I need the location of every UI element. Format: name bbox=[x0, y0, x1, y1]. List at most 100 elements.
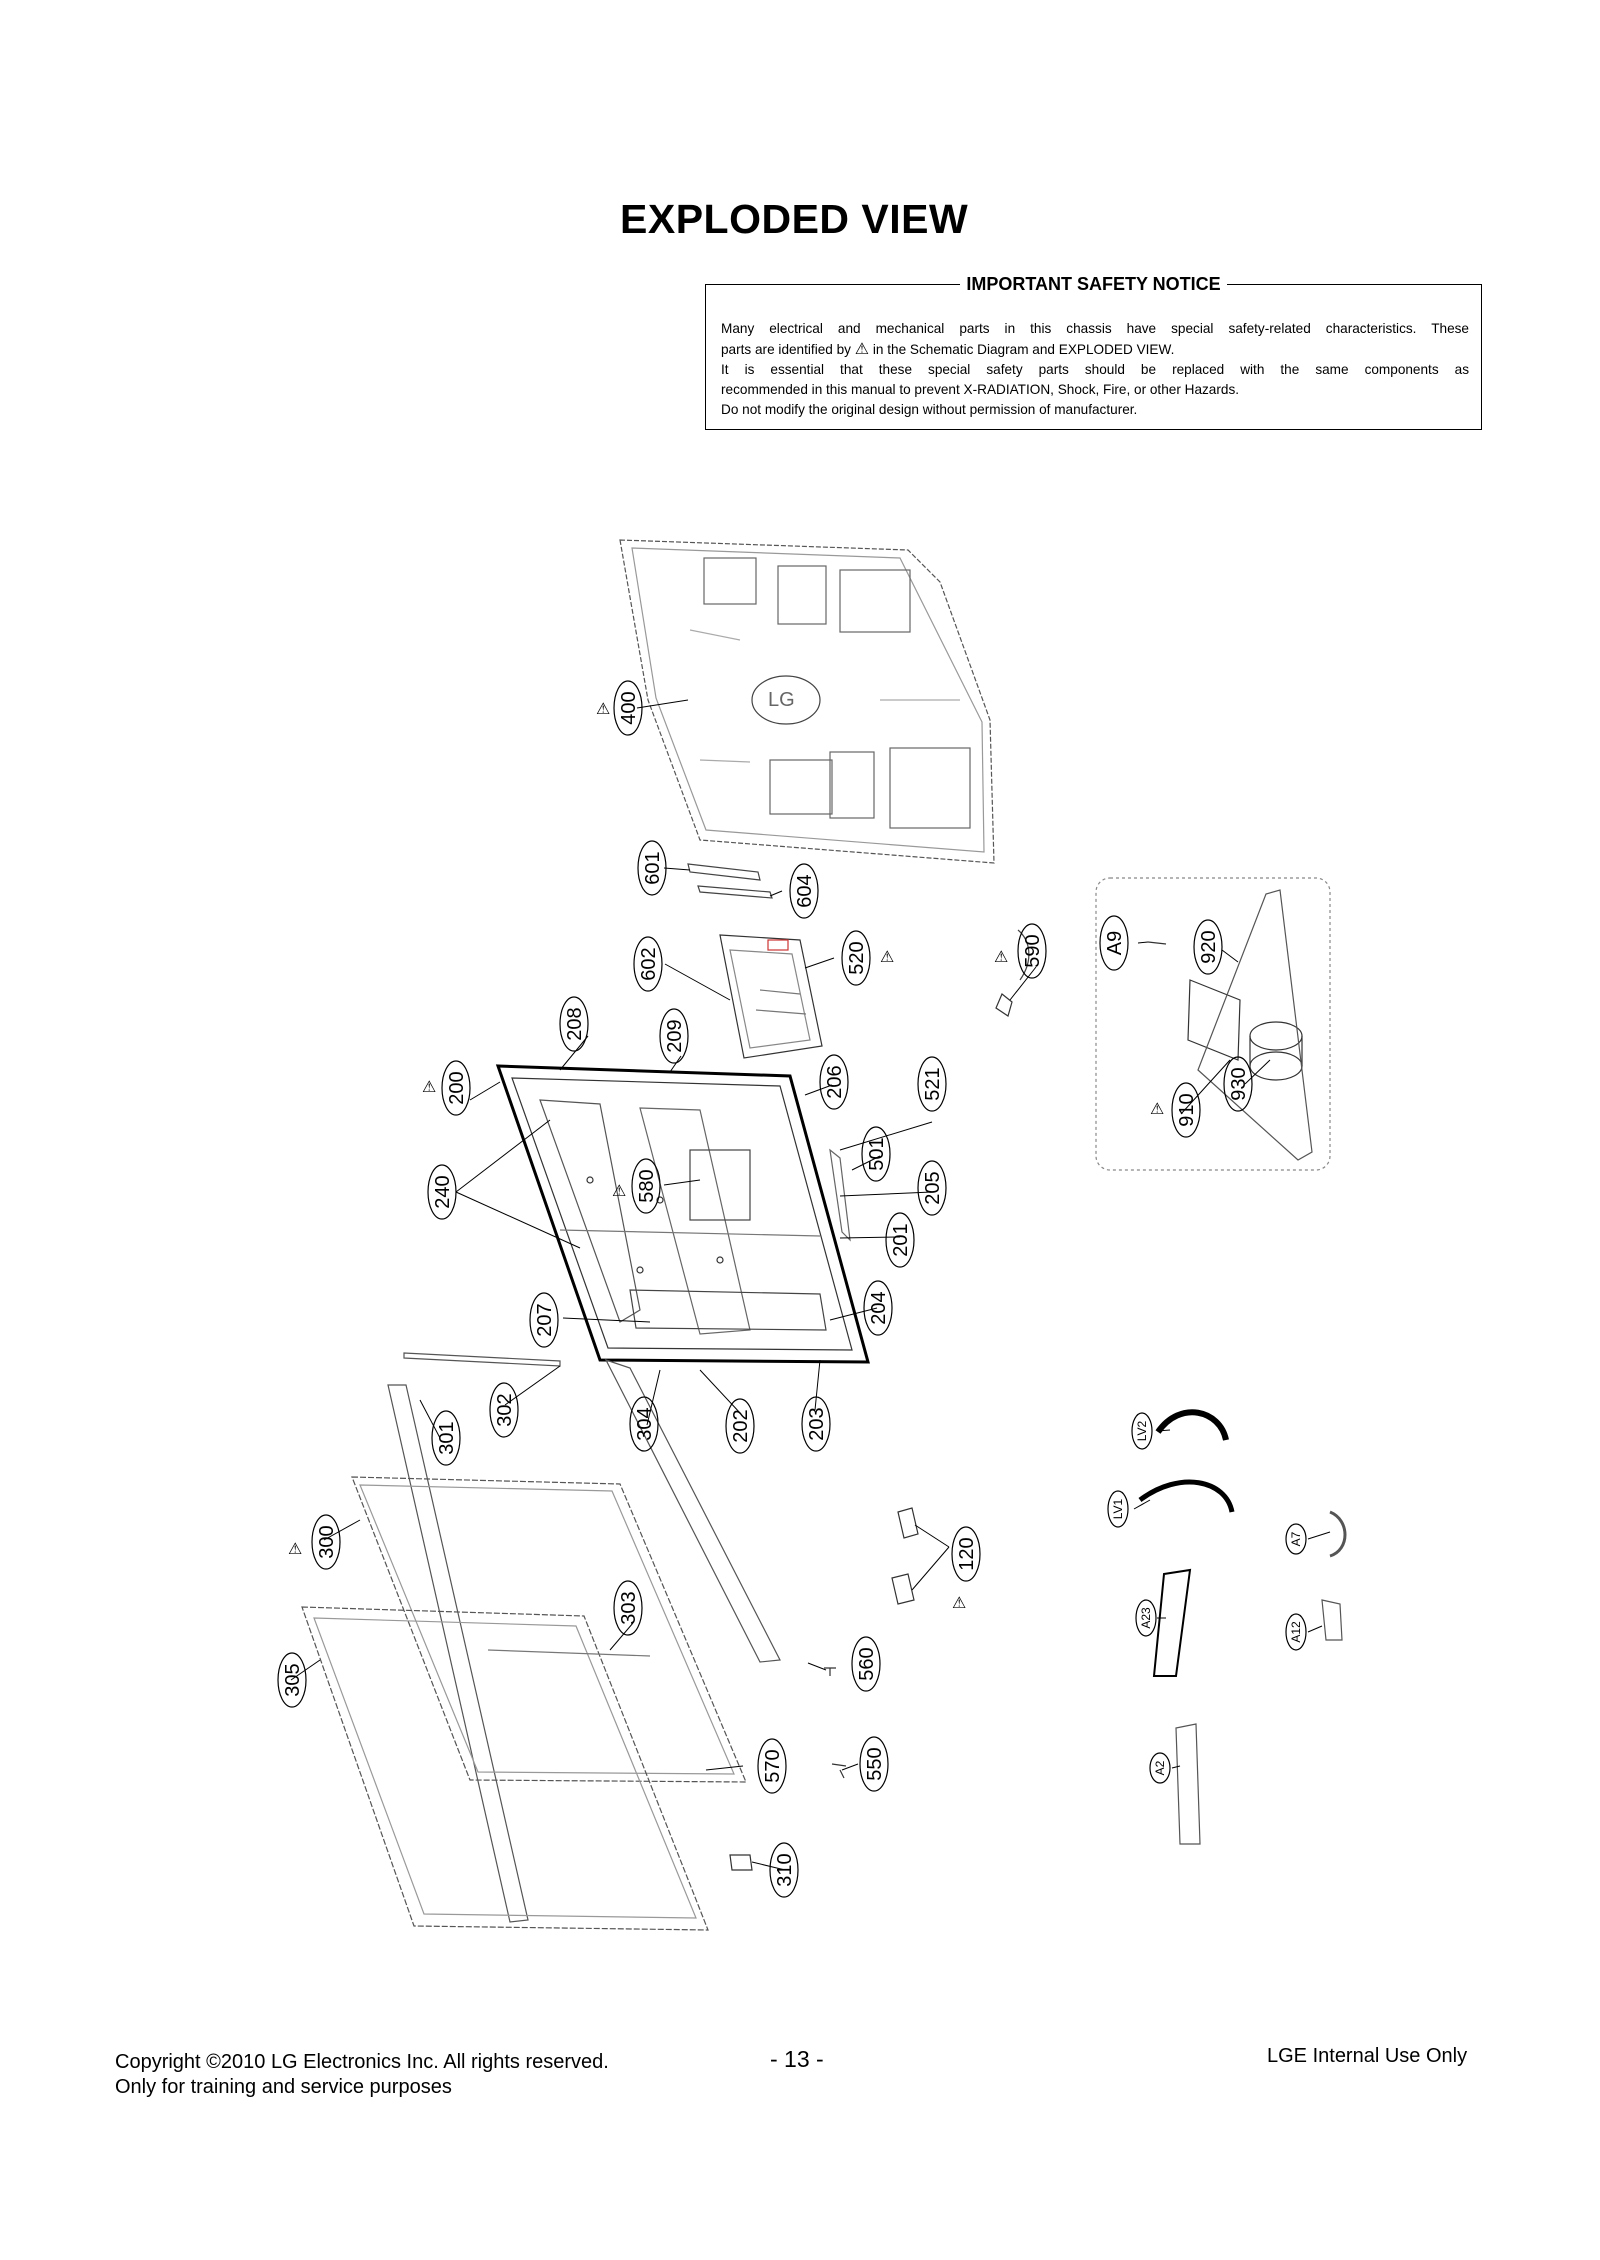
callout-240: 240 bbox=[427, 1164, 457, 1220]
svg-text:300: 300 bbox=[316, 1525, 338, 1558]
callout-604: 604 bbox=[789, 863, 819, 919]
svg-text:910: 910 bbox=[1176, 1093, 1198, 1126]
small-parts-drawing bbox=[729, 929, 1030, 1871]
callout-204: 204 bbox=[863, 1280, 893, 1336]
callout-206: 206 bbox=[819, 1054, 849, 1110]
svg-text:305: 305 bbox=[282, 1663, 304, 1696]
svg-text:201: 201 bbox=[890, 1223, 912, 1256]
svg-text:200: 200 bbox=[446, 1071, 468, 1104]
callout-300: 300 bbox=[311, 1514, 341, 1570]
svg-text:400: 400 bbox=[618, 691, 640, 724]
svg-text:560: 560 bbox=[856, 1647, 878, 1680]
callout-302: 302 bbox=[489, 1382, 519, 1438]
svg-text:521: 521 bbox=[922, 1067, 944, 1100]
callout-602: 602 bbox=[633, 936, 663, 992]
svg-text:LG: LG bbox=[768, 689, 795, 711]
callout-520: 520 bbox=[841, 930, 871, 986]
svg-text:920: 920 bbox=[1198, 930, 1220, 963]
svg-text:520: 520 bbox=[846, 941, 868, 974]
purpose-text: Only for training and service purposes bbox=[115, 2076, 452, 2098]
callout-930: 930 bbox=[1223, 1056, 1253, 1112]
svg-text:A23: A23 bbox=[1139, 1607, 1153, 1629]
cables-covers-drawing bbox=[1138, 1409, 1347, 1845]
callout-590: 590 bbox=[1017, 923, 1047, 979]
svg-text:310: 310 bbox=[774, 1853, 796, 1886]
safety-notice-box: IMPORTANT SAFETY NOTICE Many electrical … bbox=[705, 274, 1482, 430]
svg-text:301: 301 bbox=[436, 1421, 458, 1454]
page-number: - 13 - bbox=[770, 2046, 824, 2072]
notice-line-5: Do not modify the original design withou… bbox=[721, 402, 1138, 417]
warning-icon: ⚠ bbox=[422, 1077, 436, 1096]
main-board-drawing bbox=[719, 934, 823, 1059]
warning-icon: ⚠ bbox=[854, 339, 870, 358]
svg-text:A9: A9 bbox=[1104, 931, 1126, 955]
svg-text:570: 570 bbox=[762, 1749, 784, 1782]
copyright-text: Copyright ©2010 LG Electronics Inc. All … bbox=[115, 2051, 609, 2073]
callout-305: 305 bbox=[277, 1652, 307, 1708]
svg-text:203: 203 bbox=[806, 1407, 828, 1440]
callout-910: 910 bbox=[1171, 1082, 1201, 1138]
page-title: EXPLODED VIEW bbox=[620, 196, 969, 242]
callout-303: 303 bbox=[613, 1580, 643, 1636]
chassis-frame-drawing bbox=[495, 1064, 870, 1364]
callout-208: 208 bbox=[559, 996, 589, 1052]
svg-text:602: 602 bbox=[638, 947, 660, 980]
callout-200: 200 bbox=[441, 1060, 471, 1116]
svg-text:206: 206 bbox=[824, 1065, 846, 1098]
callout-LV2: LV2 bbox=[1131, 1412, 1153, 1450]
svg-text:590: 590 bbox=[1022, 934, 1044, 967]
board-601-604-drawing bbox=[687, 863, 773, 899]
callout-LV1: LV1 bbox=[1107, 1490, 1129, 1528]
callout-A7: A7 bbox=[1285, 1523, 1307, 1555]
callout-580: 580 bbox=[631, 1158, 661, 1214]
warning-icon: ⚠ bbox=[288, 1539, 302, 1558]
callout-570: 570 bbox=[757, 1738, 787, 1794]
warning-icon: ⚠ bbox=[994, 947, 1008, 966]
callout-A12: A12 bbox=[1285, 1613, 1307, 1651]
callout-A9: A9 bbox=[1099, 915, 1129, 971]
svg-text:604: 604 bbox=[794, 874, 816, 907]
warning-icon: ⚠ bbox=[612, 1181, 626, 1200]
svg-text:A2: A2 bbox=[1153, 1760, 1167, 1775]
warning-icon: ⚠ bbox=[596, 699, 610, 718]
callout-601: 601 bbox=[637, 840, 667, 896]
svg-text:304: 304 bbox=[634, 1407, 656, 1440]
footer-copyright: Copyright ©2010 LG Electronics Inc. All … bbox=[115, 2050, 609, 2100]
callout-920: 920 bbox=[1193, 919, 1223, 975]
leader-lines bbox=[290, 699, 1331, 1871]
svg-text:LV1: LV1 bbox=[1111, 1498, 1125, 1519]
stand-box-drawing bbox=[1095, 877, 1331, 1171]
callout-304: 304 bbox=[629, 1396, 659, 1452]
safety-notice-title: IMPORTANT SAFETY NOTICE bbox=[960, 274, 1227, 294]
panel-frames-drawing bbox=[301, 1476, 747, 1931]
callout-A23: A23 bbox=[1135, 1599, 1157, 1637]
callout-301: 301 bbox=[431, 1410, 461, 1466]
svg-text:A12: A12 bbox=[1289, 1621, 1303, 1643]
notice-line-2-end: in the Schematic Diagram and EXPLODED VI… bbox=[872, 342, 1175, 357]
warning-icon: ⚠ bbox=[1150, 1099, 1164, 1118]
callout-201: 201 bbox=[885, 1212, 915, 1268]
svg-text:204: 204 bbox=[868, 1291, 890, 1324]
svg-text:120: 120 bbox=[956, 1537, 978, 1570]
callout-A2: A2 bbox=[1149, 1752, 1171, 1784]
warning-symbols: ⚠ ⚠ ⚠ ⚠ ⚠ ⚠ ⚠ ⚠ bbox=[288, 699, 1164, 1612]
callout-310: 310 bbox=[769, 1842, 799, 1898]
callout-560: 560 bbox=[851, 1636, 881, 1692]
internal-use-label: LGE Internal Use Only bbox=[1267, 2045, 1468, 2067]
callout-120: 120 bbox=[951, 1526, 981, 1582]
svg-text:240: 240 bbox=[432, 1175, 454, 1208]
svg-text:580: 580 bbox=[636, 1169, 658, 1202]
svg-text:302: 302 bbox=[494, 1393, 516, 1426]
part-callouts: 400 601 604 602 520 590 A9 920 208 209 2… bbox=[277, 680, 1307, 1898]
svg-text:205: 205 bbox=[922, 1171, 944, 1204]
back-cover-drawing: LG bbox=[619, 539, 995, 864]
callout-209: 209 bbox=[659, 1008, 689, 1064]
warning-icon: ⚠ bbox=[952, 1593, 966, 1612]
callout-202: 202 bbox=[725, 1398, 755, 1454]
callout-550: 550 bbox=[859, 1736, 889, 1792]
notice-line-2-start: parts are identified by bbox=[721, 342, 851, 357]
notice-line-4: recommended in this manual to prevent X-… bbox=[721, 382, 1240, 397]
svg-text:501: 501 bbox=[866, 1137, 888, 1170]
svg-text:A7: A7 bbox=[1289, 1531, 1303, 1546]
